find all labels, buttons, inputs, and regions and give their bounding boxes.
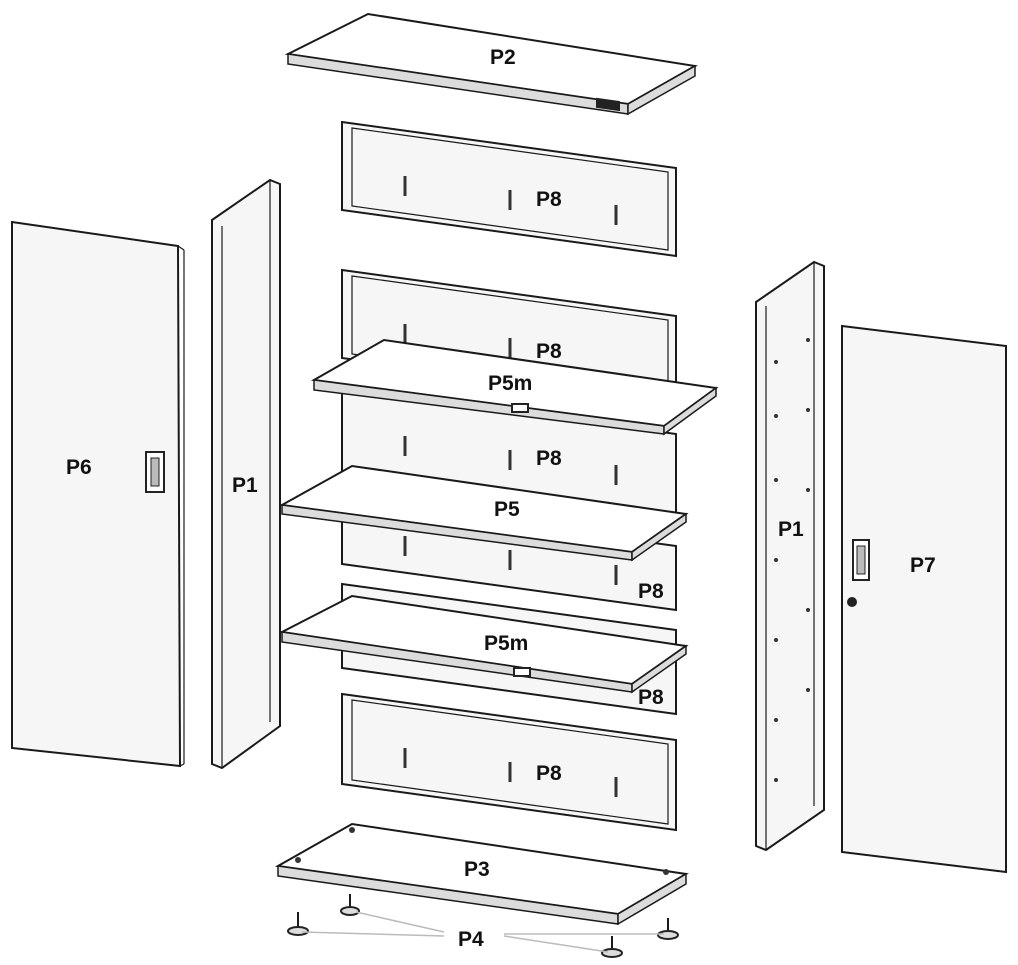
foot-2: [340, 894, 360, 916]
label-p4: P4: [458, 928, 484, 951]
label-p1-right: P1: [778, 518, 804, 541]
label-p8-fifth: P8: [638, 686, 664, 709]
label-p5m-lower: P5m: [484, 632, 528, 655]
part-p1-right-side-panel: [755, 260, 825, 852]
part-p5m-upper-shelf: [310, 338, 719, 436]
label-p8-fourth: P8: [638, 580, 664, 603]
part-p4-leveling-feet: [287, 894, 679, 958]
label-p6: P6: [66, 456, 92, 479]
label-p5m-upper: P5m: [488, 372, 532, 395]
foot-4: [657, 918, 679, 940]
label-p1-left: P1: [232, 474, 258, 497]
label-p5: P5: [494, 498, 520, 521]
part-p3-bottom-panel: [274, 822, 689, 926]
part-p1-left-side-panel: [211, 178, 281, 770]
part-p5-shelf: [278, 464, 689, 562]
label-p8-third: P8: [536, 447, 562, 470]
label-p7: P7: [910, 554, 936, 577]
label-p8-second: P8: [536, 340, 562, 363]
part-p8-back-panel-6: [341, 692, 677, 832]
part-p5m-lower-shelf: [278, 594, 689, 694]
part-p2-top-panel: [284, 12, 698, 116]
part-p6-left-door: [11, 220, 185, 768]
foot-3: [601, 936, 623, 958]
part-p8-back-panel-1: [341, 120, 677, 258]
label-p2: P2: [490, 46, 516, 69]
foot-1: [287, 912, 309, 936]
part-p7-right-door: [841, 324, 1007, 874]
label-p3: P3: [464, 858, 490, 881]
label-p8-top: P8: [536, 188, 562, 211]
label-p8-bottom: P8: [536, 762, 562, 785]
